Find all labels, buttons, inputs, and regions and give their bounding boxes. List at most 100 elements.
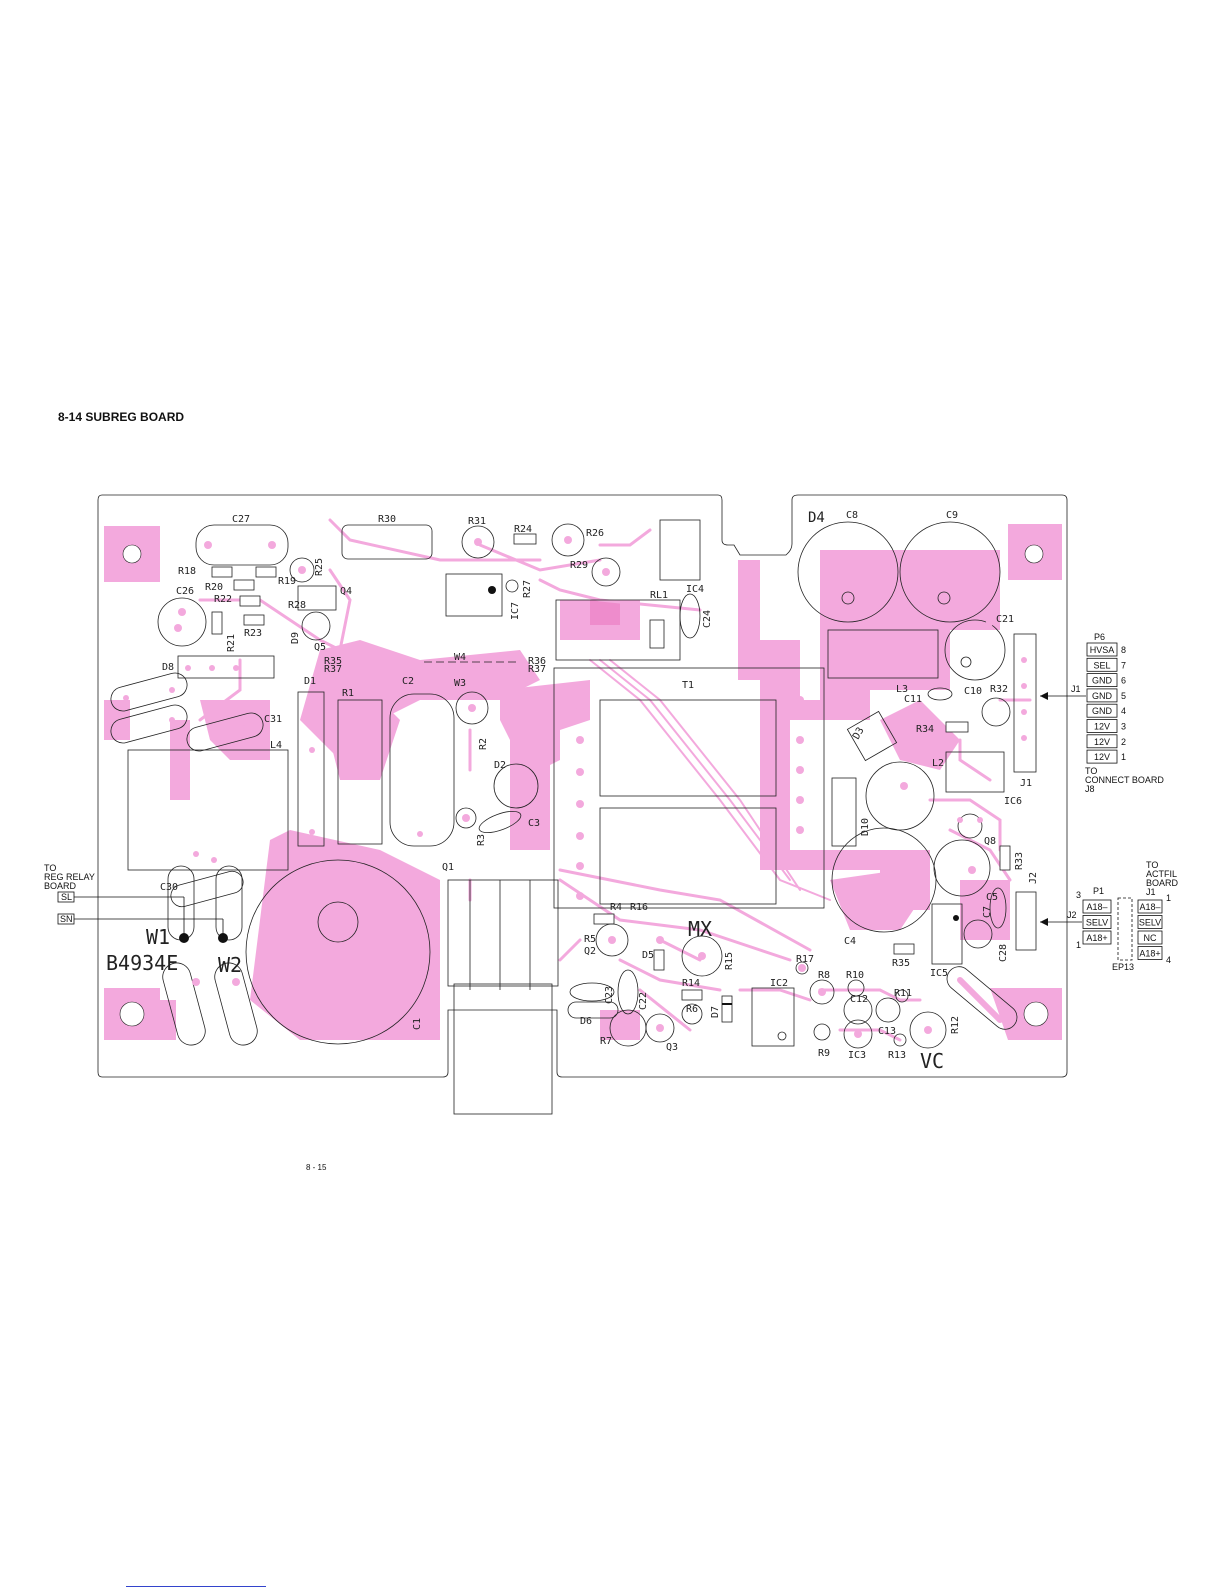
p6-pin-num: 5 xyxy=(1121,691,1126,701)
label-c8: C8 xyxy=(846,510,858,521)
component-outlines xyxy=(110,519,1037,1115)
p6-pin-name: GND xyxy=(1092,676,1113,686)
p6-pin-num: 1 xyxy=(1121,752,1126,762)
pads xyxy=(119,536,1049,1038)
label-r35b: R35 xyxy=(892,958,910,969)
j1-pin-box xyxy=(1137,899,1163,914)
label-c12: C12 xyxy=(850,994,868,1005)
p6-pin-box xyxy=(1086,719,1118,733)
section-title: 8-14 SUBREG BOARD xyxy=(58,410,185,424)
p6-pin-num: 3 xyxy=(1121,722,1126,732)
label-l3: L3 xyxy=(896,684,908,695)
label-r27: R27 xyxy=(522,580,533,598)
p6-name: P6 xyxy=(1094,632,1105,642)
label-part-number: B4934E xyxy=(106,951,178,975)
p6-pin-num: 7 xyxy=(1121,660,1126,670)
j1-pin-name: A18+ xyxy=(1139,949,1160,959)
p6-pin-name: SEL xyxy=(1093,660,1110,670)
p1-right-num-bottom: 4 xyxy=(1166,955,1171,965)
p6-to-name: CONNECT BOARD xyxy=(1085,775,1164,785)
terminal-sn: SN xyxy=(60,914,73,924)
ep13-label: EP13 xyxy=(1112,962,1134,972)
label-t1: T1 xyxy=(682,680,694,691)
label-r36: R36 xyxy=(528,656,546,667)
label-ic2: IC2 xyxy=(770,978,788,989)
label-d2: D2 xyxy=(494,760,506,771)
p1-pin-name: A18– xyxy=(1086,902,1107,912)
p6-pin-box xyxy=(1086,749,1118,764)
p1-pin-box xyxy=(1082,930,1112,945)
label-d1: D1 xyxy=(304,676,316,687)
label-r5: R5 xyxy=(584,934,596,945)
p6-pin-num: 8 xyxy=(1121,645,1126,655)
label-d6: D6 xyxy=(580,1016,592,1027)
label-c13: C13 xyxy=(878,1026,896,1037)
label-c11: C11 xyxy=(904,694,922,705)
j1-pin-name: NC xyxy=(1144,933,1157,943)
label-r22: R22 xyxy=(214,594,232,605)
p6-j-label: J1 xyxy=(1071,684,1081,694)
p1-to: TO xyxy=(1146,860,1158,870)
p1-right-num-top: 1 xyxy=(1166,893,1171,903)
reg-relay-to: TO xyxy=(44,863,56,873)
terminal-sl: SL xyxy=(61,892,72,902)
p6-pin-box xyxy=(1086,734,1118,749)
label-ic3: IC3 xyxy=(848,1050,866,1061)
reg-relay-name: REG RELAY xyxy=(44,872,95,882)
label-c24: C24 xyxy=(702,610,713,628)
label-q2: Q2 xyxy=(584,946,596,957)
p6-pin-box xyxy=(1086,673,1118,687)
p6-pin-name: 12V xyxy=(1094,752,1110,762)
label-c1: C1 xyxy=(412,1018,423,1030)
label-r34: R34 xyxy=(916,724,934,735)
p6-pin-name: GND xyxy=(1092,691,1113,701)
label-d7: D7 xyxy=(710,1006,721,1018)
p6-pin-box xyxy=(1086,657,1118,672)
label-c10: C10 xyxy=(964,686,982,697)
label-mx: MX xyxy=(688,917,712,941)
label-l4: L4 xyxy=(270,740,282,751)
reg-relay-connection: TO REG RELAY BOARD SL SN xyxy=(44,863,224,938)
label-vc: VC xyxy=(920,1049,944,1073)
label-d5: D5 xyxy=(642,950,654,961)
label-r16: R16 xyxy=(630,902,648,913)
p6-pin-num: 6 xyxy=(1121,676,1126,686)
label-d3: D3 xyxy=(851,726,867,742)
p6-pin-box xyxy=(1086,642,1118,657)
label-c5: C5 xyxy=(986,892,998,903)
label-w1: W1 xyxy=(146,925,170,949)
p6-pin-num: 2 xyxy=(1121,737,1126,747)
trace-layer xyxy=(198,518,1032,1042)
label-r8: R8 xyxy=(818,970,830,981)
label-r4: R4 xyxy=(610,902,622,913)
label-r2: R2 xyxy=(478,738,489,750)
p6-pin-num: 4 xyxy=(1121,706,1126,716)
label-c2: C2 xyxy=(402,676,414,687)
label-ic7: IC7 xyxy=(510,602,521,620)
label-w2: W2 xyxy=(218,953,242,977)
label-c21: C21 xyxy=(996,614,1014,625)
label-q8: Q8 xyxy=(984,836,996,847)
label-r9: R9 xyxy=(818,1048,830,1059)
j1-pin-name: A18– xyxy=(1139,902,1160,912)
label-r13: R13 xyxy=(888,1050,906,1061)
label-r21: R21 xyxy=(226,634,237,652)
label-c23: C23 xyxy=(604,986,615,1004)
label-r14: R14 xyxy=(682,978,700,989)
label-r11: R11 xyxy=(894,988,912,999)
p1-connector: TO ACTFIL BOARD P1 J1 3 1 J2 1 4 A18–SEL… xyxy=(1040,860,1179,972)
board-outline xyxy=(97,494,1068,1078)
label-r6: R6 xyxy=(686,1004,698,1015)
label-r30: R30 xyxy=(378,514,396,525)
label-r28: R28 xyxy=(288,600,306,611)
label-r23: R23 xyxy=(244,628,262,639)
label-c27: C27 xyxy=(232,514,250,525)
label-ic6: IC6 xyxy=(1004,796,1022,807)
label-q1: Q1 xyxy=(442,862,454,873)
label-q4: Q4 xyxy=(340,586,352,597)
p1-num-bottom: 1 xyxy=(1076,940,1081,950)
p6-pin-name: 12V xyxy=(1094,737,1110,747)
label-j1-board: J1 xyxy=(1020,778,1032,789)
p1-pin-name: SELV xyxy=(1086,918,1108,928)
